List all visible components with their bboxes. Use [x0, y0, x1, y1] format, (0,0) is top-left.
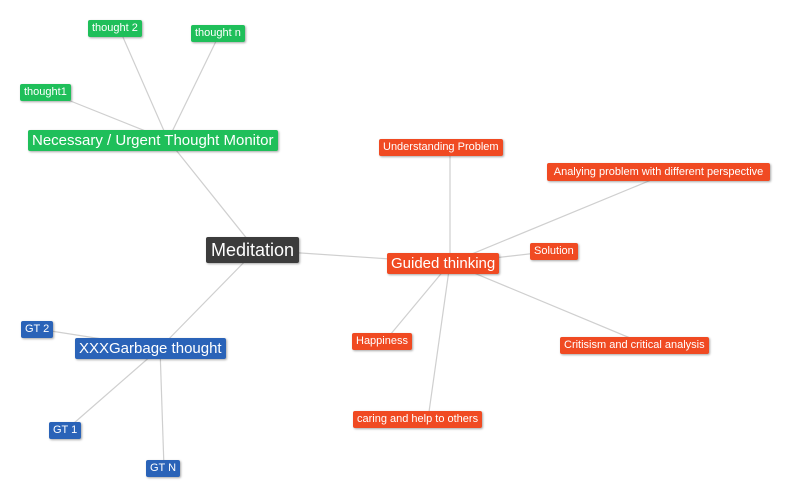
- branch-node-garbage-thought[interactable]: XXXGarbage thought: [75, 338, 226, 359]
- edge-garbage-gt1: [65, 347, 161, 431]
- leaf-node-thought-2[interactable]: thought 2: [88, 20, 142, 37]
- leaf-node-solution[interactable]: Solution: [530, 243, 578, 260]
- central-node-meditation[interactable]: Meditation: [206, 237, 300, 263]
- leaf-node-thought1[interactable]: thought1: [20, 84, 71, 101]
- leaf-node-gt-n[interactable]: GT N: [146, 460, 181, 477]
- edge-garbage-gtn: [159, 347, 165, 469]
- edge-meditation-monitor: [167, 139, 257, 251]
- edge-monitor-thoughtn: [167, 32, 221, 141]
- edge-meditation-garbage: [159, 249, 257, 349]
- branch-node-thought-monitor[interactable]: Necessary / Urgent Thought Monitor: [28, 130, 278, 151]
- leaf-node-analying-problem[interactable]: Analying problem with different perspect…: [547, 163, 770, 182]
- leaf-node-understanding-problem[interactable]: Understanding Problem: [379, 139, 503, 156]
- leaf-node-gt-2[interactable]: GT 2: [21, 321, 54, 338]
- edge-guided-happiness: [384, 262, 451, 342]
- edge-guided-analying: [449, 177, 657, 264]
- leaf-node-thought-n[interactable]: thought n: [191, 25, 245, 42]
- leaf-node-happiness[interactable]: Happiness: [352, 333, 412, 350]
- leaf-node-caring[interactable]: caring and help to others: [353, 411, 483, 428]
- edge-guided-critisism: [449, 262, 648, 346]
- edge-monitor-thought2: [118, 27, 169, 141]
- branch-node-guided-thinking[interactable]: Guided thinking: [387, 253, 500, 274]
- edge-guided-caring: [427, 262, 451, 420]
- leaf-node-critisism[interactable]: Critisism and critical analysis: [560, 337, 709, 354]
- leaf-node-gt-1[interactable]: GT 1: [49, 422, 82, 439]
